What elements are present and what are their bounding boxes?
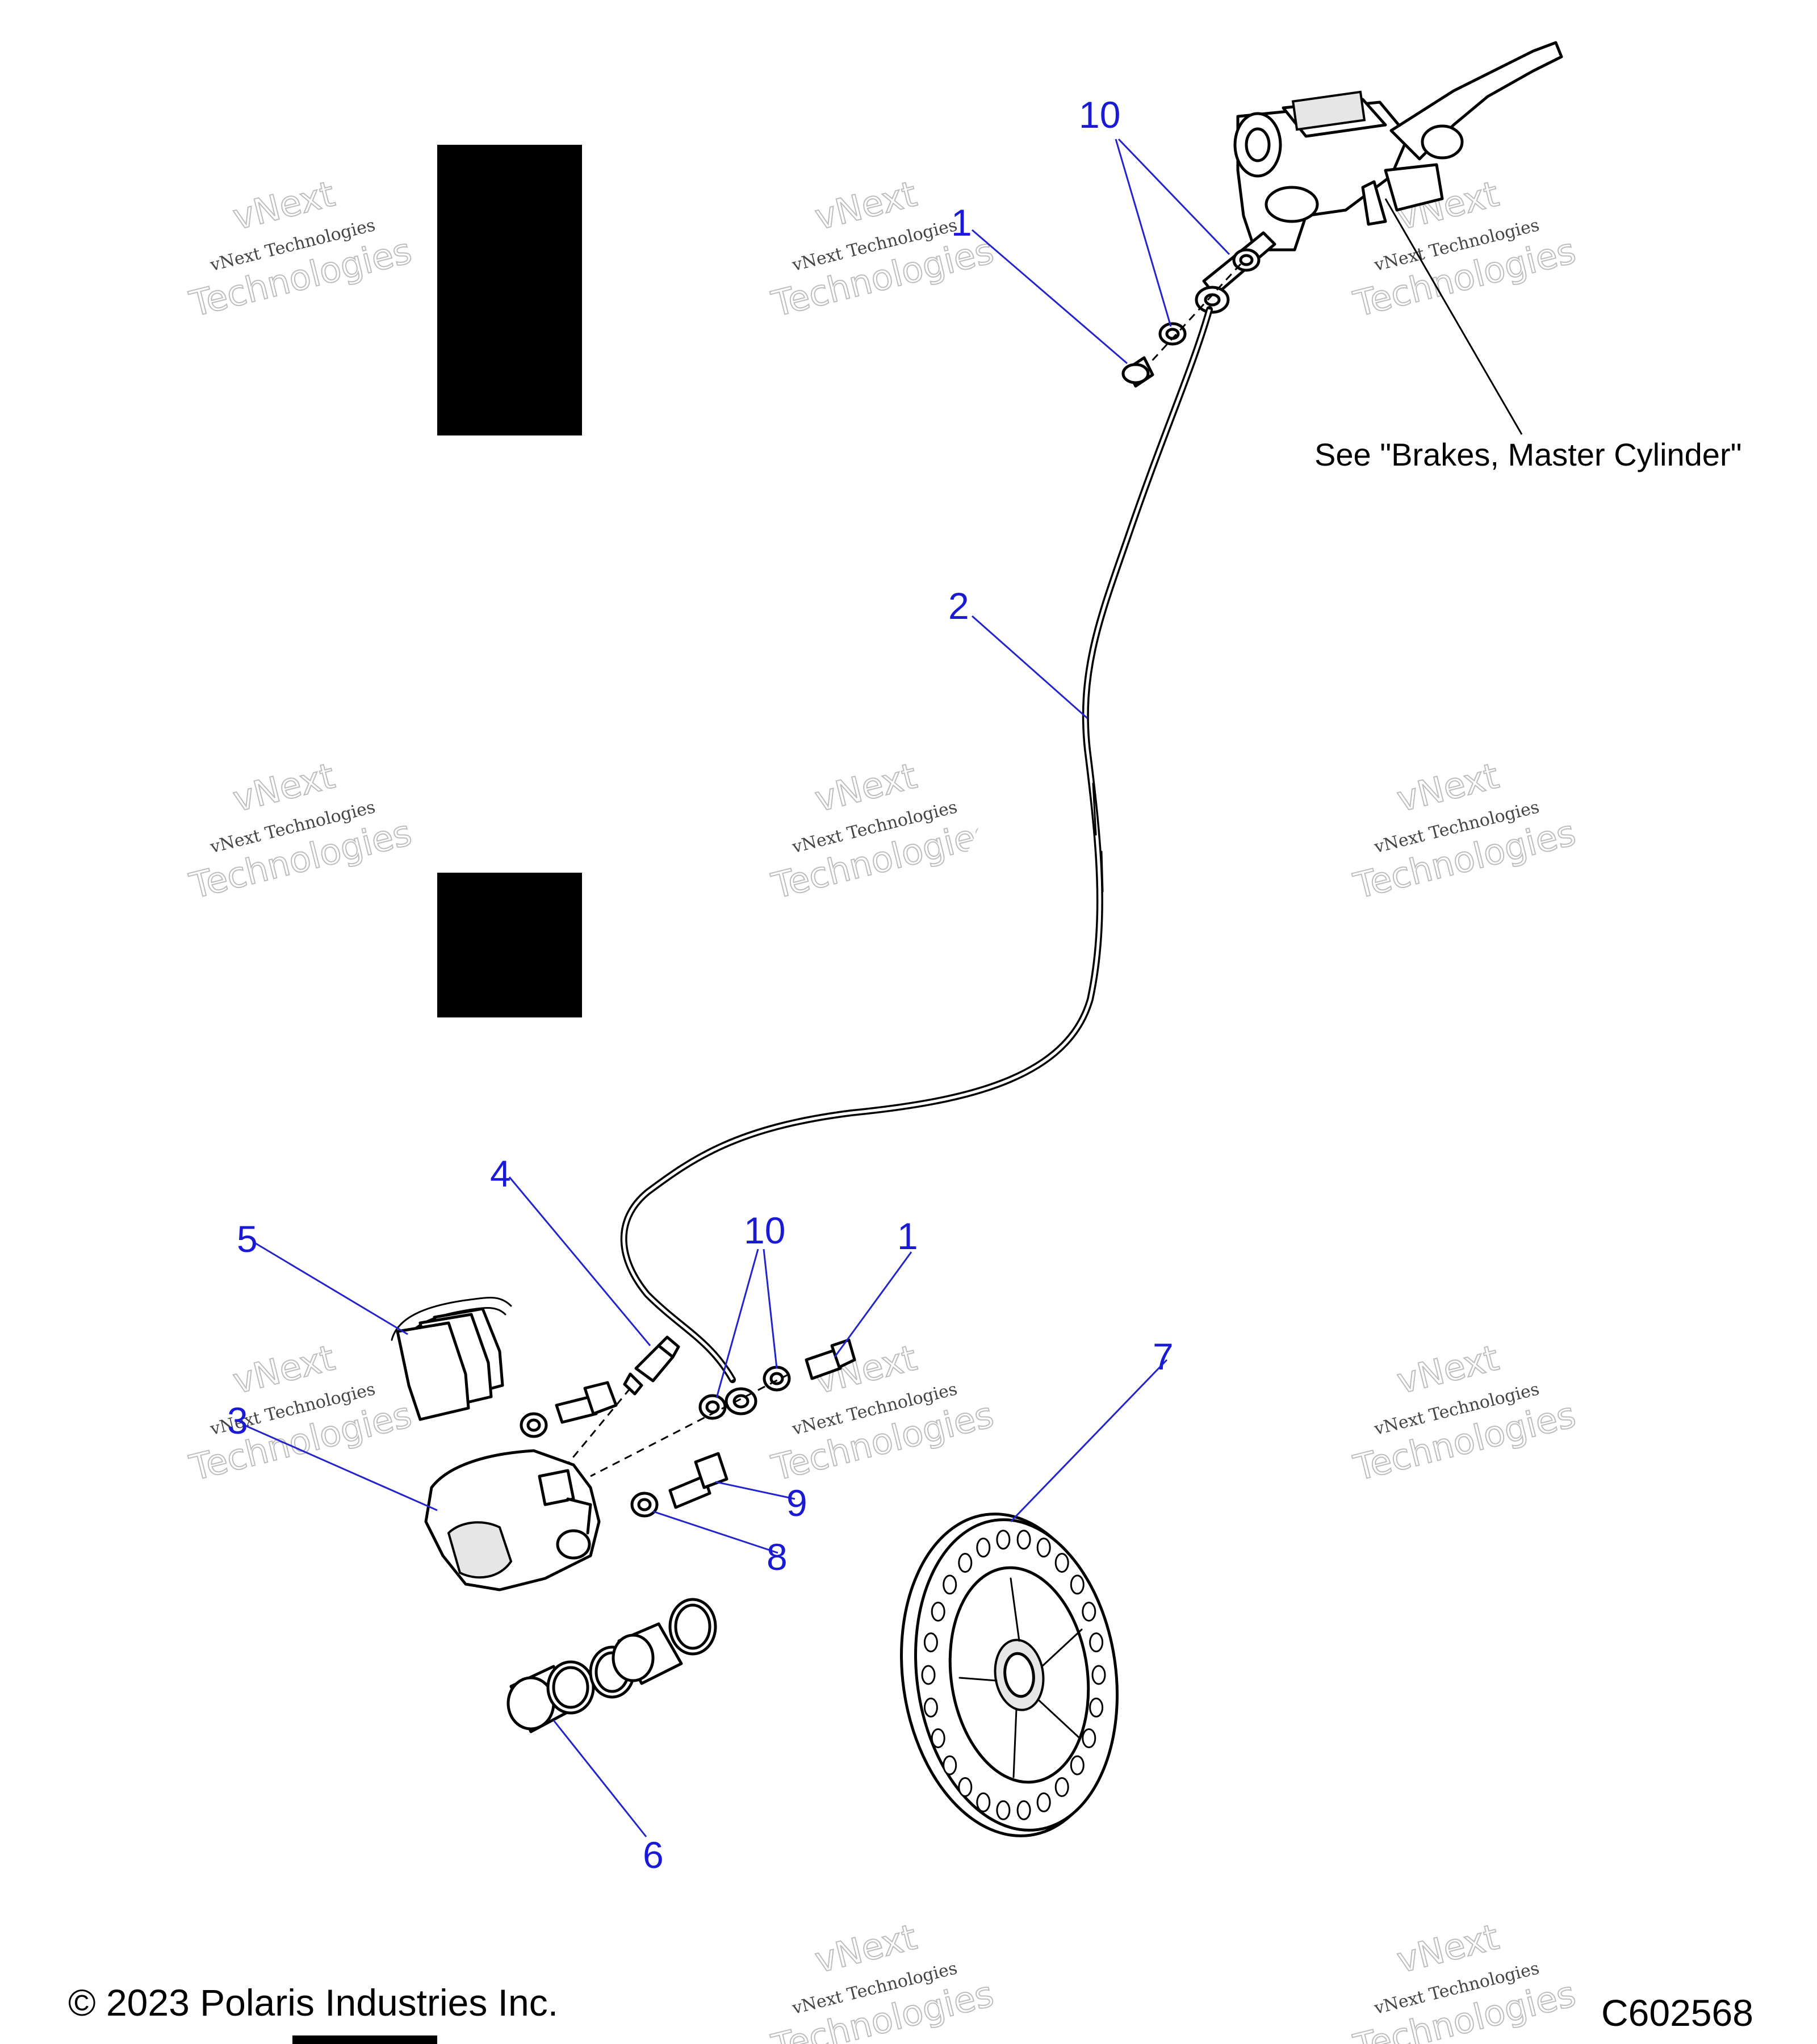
disc-hole — [923, 1632, 938, 1653]
callout-4: 4 — [490, 1153, 511, 1195]
disc-hole — [931, 1602, 945, 1622]
callout-1-bottom: 1 — [897, 1215, 918, 1257]
brake-disc — [900, 1513, 1119, 1837]
disc-hole — [1089, 1697, 1104, 1718]
disc-hole — [1070, 1574, 1085, 1595]
disc-hole — [976, 1538, 991, 1558]
disc-hole — [1016, 1800, 1031, 1820]
redaction-block-bottom — [292, 2035, 437, 2044]
caliper-fittings — [590, 1338, 856, 1477]
leader-lines — [244, 138, 1523, 1837]
callout-10-top: 10 — [1079, 94, 1120, 136]
disc-hole — [958, 1553, 973, 1573]
diagram-code: C602568 — [1601, 1992, 1753, 2034]
callout-3: 3 — [227, 1400, 248, 1442]
disc-hole — [958, 1777, 973, 1797]
disc-hole — [1036, 1792, 1051, 1812]
callout-10-bottom: 10 — [744, 1209, 785, 1251]
brake-line — [620, 306, 1213, 1383]
disc-hole — [1016, 1530, 1031, 1550]
disc-hole — [1054, 1777, 1069, 1797]
callout-2: 2 — [948, 585, 969, 627]
caliper-mounting-bolt-upper — [520, 1381, 618, 1438]
callout-9: 9 — [786, 1482, 807, 1524]
master-cylinder-fittings — [1121, 248, 1261, 388]
disc-hole — [943, 1755, 957, 1775]
callout-8: 8 — [767, 1536, 788, 1578]
bleeder-valve — [561, 1335, 680, 1471]
reference-note-master-cylinder: See "Brakes, Master Cylinder" — [1314, 437, 1741, 472]
redaction-block-middle — [437, 873, 582, 1017]
disc-hole — [923, 1697, 938, 1718]
brake-pads — [391, 1297, 512, 1421]
disc-hole — [1082, 1728, 1096, 1748]
disc-hole — [1091, 1665, 1106, 1685]
disc-hole — [921, 1665, 936, 1685]
callouts: 10 1 2 4 5 10 1 7 3 9 8 6 — [227, 94, 1174, 1876]
disc-hole — [976, 1792, 991, 1812]
callout-7: 7 — [1153, 1335, 1174, 1377]
copyright-footer: © 2023 Polaris Industries Inc. — [68, 1982, 558, 2024]
disc-hole — [996, 1530, 1011, 1550]
disc-hole — [931, 1728, 945, 1748]
master-cylinder — [1202, 41, 1563, 297]
callout-6: 6 — [643, 1834, 664, 1876]
disc-hole — [1070, 1755, 1085, 1775]
disc-hole — [1089, 1632, 1104, 1653]
redaction-block-top — [437, 145, 582, 435]
caliper-piston — [506, 1598, 717, 1733]
callout-1-top: 1 — [951, 202, 972, 244]
disc-hole — [943, 1574, 957, 1595]
disc-hole — [996, 1800, 1011, 1820]
callout-5: 5 — [237, 1218, 258, 1260]
disc-hole — [1082, 1602, 1096, 1622]
disc-hole — [1036, 1538, 1051, 1558]
caliper-mounting-bolt-lower — [630, 1452, 729, 1518]
disc-hole — [1054, 1553, 1069, 1573]
brake-caliper — [424, 1449, 601, 1591]
